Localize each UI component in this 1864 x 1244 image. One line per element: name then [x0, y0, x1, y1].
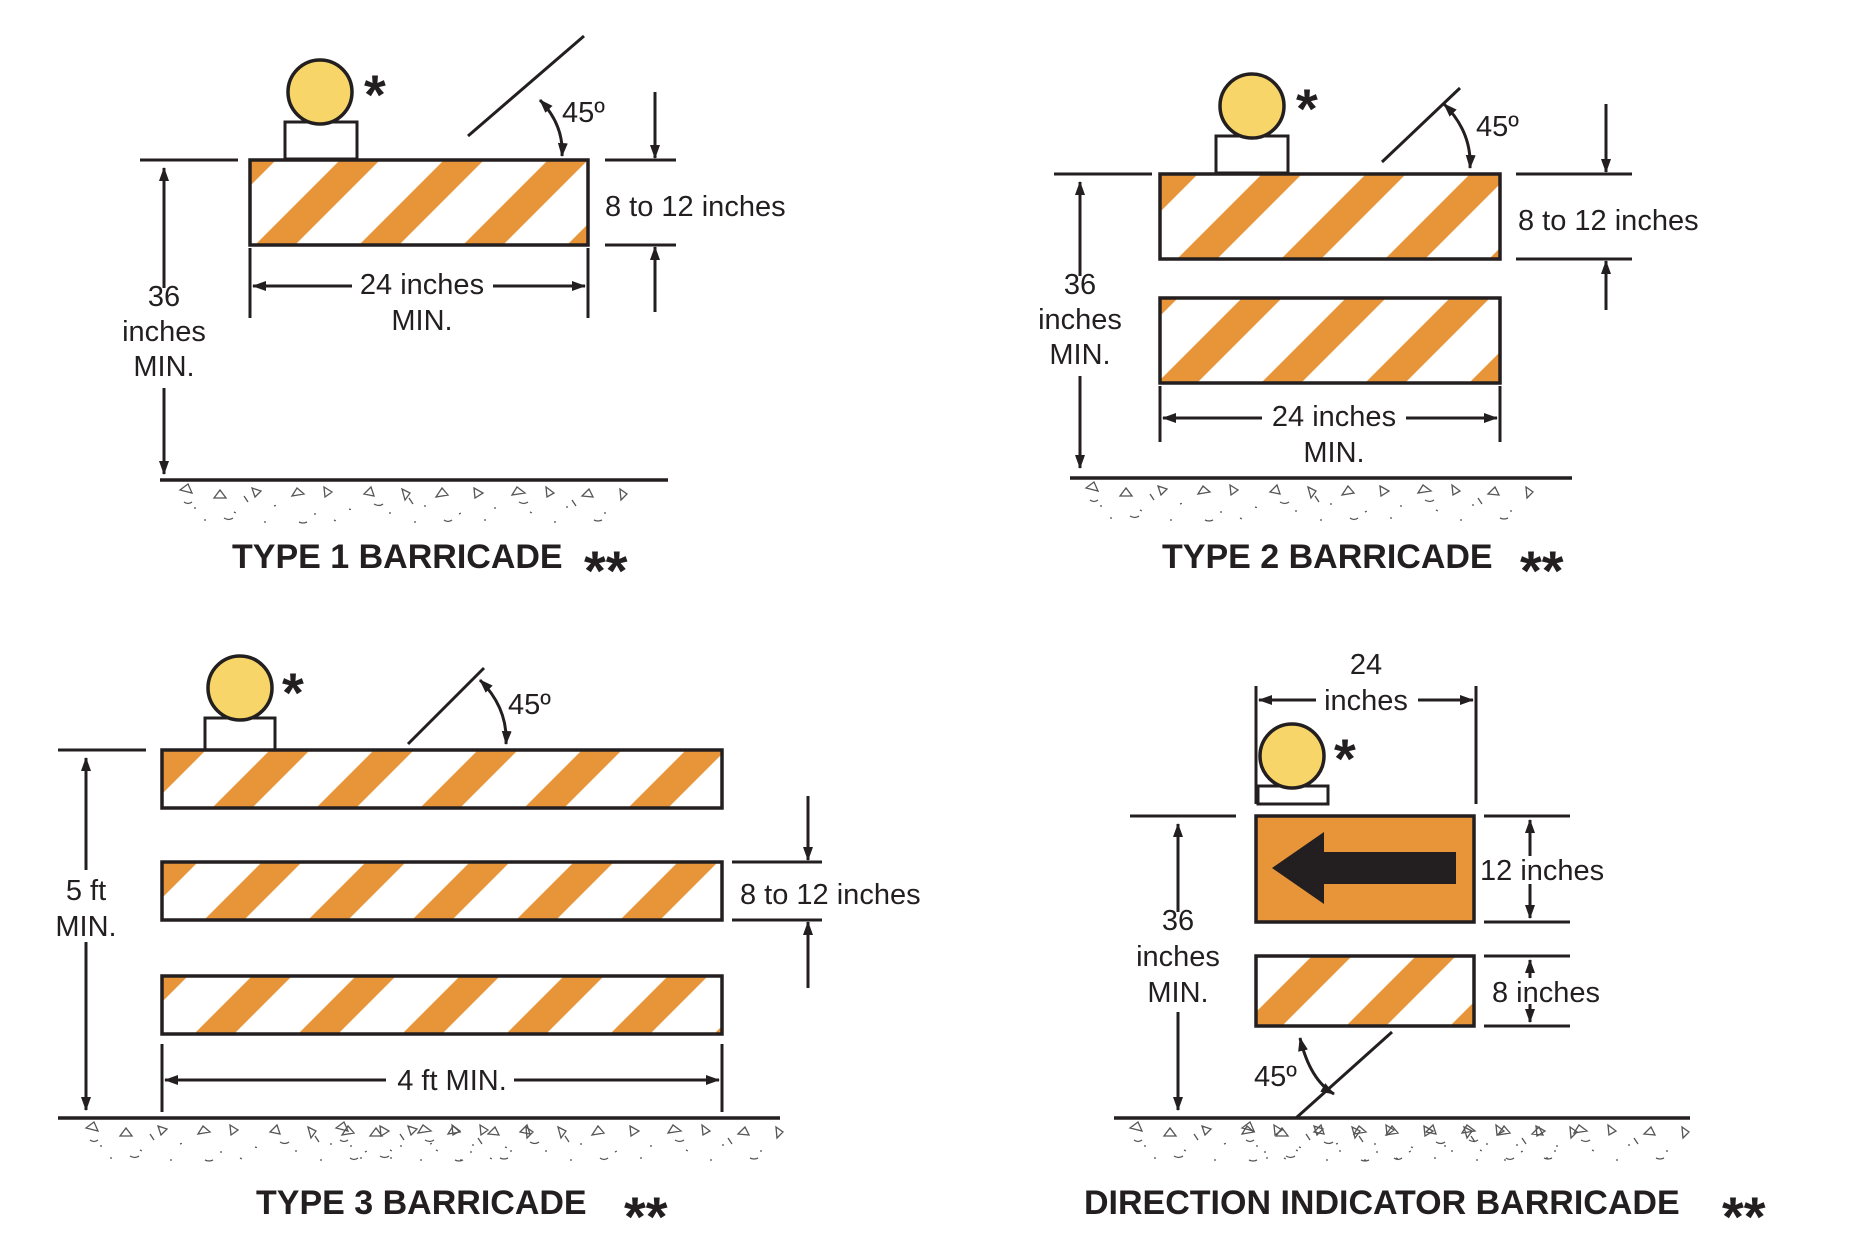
direction-lamp-footnote-marker: *: [1334, 727, 1356, 790]
warning-light-icon: [1258, 722, 1326, 790]
type2-height-line3: MIN.: [1049, 339, 1110, 371]
type2-width-line1: 24 inches: [1272, 401, 1396, 433]
direction-height-line1: 36: [1162, 905, 1194, 937]
type3-rail-height-label: 8 to 12 inches: [740, 879, 921, 911]
type1-height-line2: inches: [122, 316, 206, 348]
direction-height-line3: MIN.: [1147, 977, 1208, 1009]
direction-height-label-gap: [1174, 912, 1182, 1012]
type1-title: TYPE 1 BARRICADE: [232, 538, 563, 576]
type2-width-line2: MIN.: [1303, 437, 1364, 469]
type2-angle-label: 45º: [1476, 111, 1519, 143]
type2-height-line1: 36: [1064, 269, 1096, 301]
direction-title: DIRECTION INDICATOR BARRICADE: [1084, 1184, 1680, 1222]
type1-lamp-mount: [283, 120, 359, 161]
type3-height-label-gap: [82, 870, 90, 942]
direction-rail: [1254, 954, 1476, 1028]
type1-height-label-gap: [160, 288, 168, 388]
type2-height-line2: inches: [1038, 304, 1122, 336]
direction-angle-reference-line: [1294, 1030, 1394, 1120]
type3-rail-middle: [160, 860, 724, 922]
type1-title-footnote-marker: **: [584, 539, 628, 602]
type2-rail-height-label: 8 to 12 inches: [1518, 205, 1699, 237]
warning-light-icon: [206, 654, 274, 722]
type3-lamp-mount: [203, 716, 277, 752]
type2-rail-lower: [1158, 296, 1502, 385]
direction-angle-label: 45º: [1254, 1061, 1297, 1093]
type3-title-footnote-marker: **: [624, 1185, 668, 1244]
type1-width-line1: 24 inches: [360, 269, 484, 301]
type1-height-line1: 36: [148, 281, 180, 313]
type3-barricade: 5 ft MIN. * 45º 8 to 12 inches 4 ft MIN.…: [55, 654, 921, 1244]
type3-width-label: 4 ft MIN.: [397, 1065, 507, 1097]
type2-lamp-mount: [1214, 134, 1290, 175]
type2-title: TYPE 2 BARRICADE: [1162, 538, 1493, 576]
type2-lamp-footnote-marker: *: [1296, 77, 1318, 140]
type2-angle-reference-line: [1380, 86, 1462, 164]
type1-rail-height-label: 8 to 12 inches: [605, 191, 786, 223]
direction-indicator-barricade: 24 inches * 36 inches MIN. 12 inches 8 i…: [1084, 649, 1766, 1244]
type2-rail-upper: [1158, 172, 1502, 261]
type3-angle-reference-line: [406, 666, 486, 746]
type2-height-label-gap: [1076, 276, 1084, 376]
direction-width-line2: inches: [1324, 685, 1408, 717]
type3-lamp-footnote-marker: *: [282, 661, 304, 724]
type2-ground-gravel: [1085, 481, 1534, 522]
direction-title-footnote-marker: **: [1722, 1185, 1766, 1244]
warning-light-icon: [286, 58, 354, 126]
type1-angle-arc: [538, 98, 568, 157]
type1-width-line2: MIN.: [391, 305, 452, 337]
direction-sign-height-label: 12 inches: [1480, 855, 1604, 887]
type3-angle-arc: [478, 678, 512, 745]
warning-light-icon: [1218, 72, 1286, 140]
type1-height-line3: MIN.: [133, 351, 194, 383]
type1-angle-label: 45º: [562, 97, 605, 129]
type2-barricade: 36 inches MIN. * 45º 8 to 12 inches 24 i…: [1038, 72, 1699, 602]
direction-width-line1: 24: [1350, 649, 1382, 681]
direction-ground-gravel: [1129, 1121, 1578, 1162]
type1-barricade: 36 inches MIN. * 45º 8 to 12 inches 24 i…: [122, 34, 786, 602]
type1-ground-gravel: [179, 483, 628, 524]
direction-ground-gravel: [1241, 1121, 1690, 1162]
type1-angle-reference-line: [467, 34, 585, 138]
type1-lamp-footnote-marker: *: [364, 63, 386, 126]
direction-height-line2: inches: [1136, 941, 1220, 973]
direction-rail-height-label: 8 inches: [1492, 977, 1600, 1009]
type3-angle-label: 45º: [508, 689, 551, 721]
direction-angle-arc: [1298, 1037, 1335, 1096]
type3-rail-top: [160, 748, 724, 810]
type3-title: TYPE 3 BARRICADE: [256, 1184, 587, 1222]
type2-angle-arc: [1442, 102, 1476, 169]
type3-height-line2: MIN.: [55, 911, 116, 943]
type3-ground-gravel: [85, 1121, 534, 1162]
type3-ground-gravel: [335, 1121, 784, 1162]
left-arrow-icon: [1272, 832, 1456, 904]
type1-rail: [248, 158, 590, 247]
type3-height-line1: 5 ft: [66, 875, 106, 907]
type3-rail-bottom: [160, 974, 724, 1036]
type2-title-footnote-marker: **: [1520, 539, 1564, 602]
